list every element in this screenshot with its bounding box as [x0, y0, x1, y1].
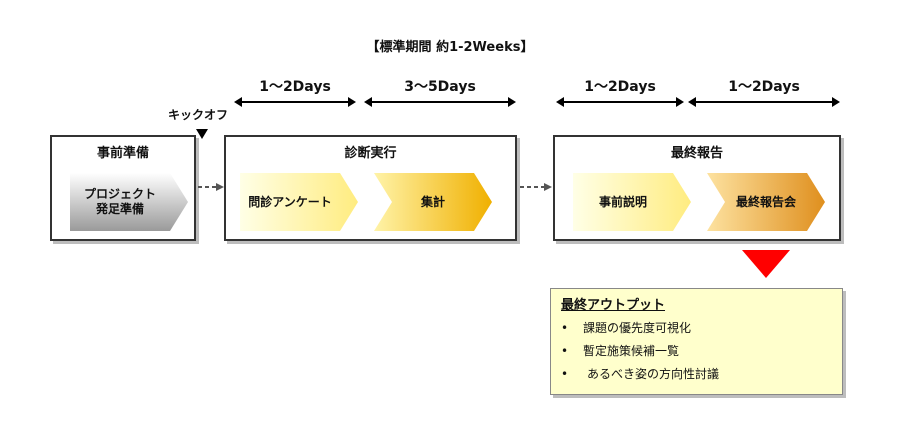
step-pre-briefing: 事前説明 — [573, 173, 691, 231]
bullet: • — [561, 367, 569, 381]
bullet: • — [561, 321, 569, 335]
duration-label-4: 1～2Days — [728, 79, 800, 95]
connector-arrow-2 — [520, 182, 552, 192]
duration-arrow-1 — [234, 96, 356, 108]
step-label: 事前説明 — [598, 194, 647, 209]
output-arrow-icon — [742, 250, 790, 282]
final-output-title: 最終アウトプット — [561, 298, 666, 313]
output-item-text: 暫定施策候補一覧 — [583, 344, 680, 358]
step-label: 問診アンケート — [248, 194, 332, 209]
duration-arrow-3 — [556, 96, 684, 108]
output-item-text: あるべき姿の方向性討議 — [587, 367, 720, 381]
step-questionnaire: 問診アンケート — [240, 173, 358, 231]
bullet: • — [561, 344, 569, 358]
duration-label-1: 1～2Days — [259, 79, 331, 95]
page-title: 【標準期間 約1-2Weeks】 — [366, 40, 534, 55]
step-label: プロジェクト 発足準備 — [83, 187, 156, 216]
step-project-kickoff-prep: プロジェクト 発足準備 — [70, 173, 188, 231]
list-item: • 課題の優先度可視化 — [561, 317, 832, 340]
duration-arrow-2 — [364, 96, 516, 108]
phase-title-diagnosis: 診断実行 — [344, 146, 397, 161]
duration-label-2: 3～5Days — [404, 79, 476, 95]
phase-box-preparation: 事前準備 プロジェクト 発足準備 — [50, 135, 196, 241]
step-aggregation: 集計 — [374, 173, 492, 231]
phase-box-diagnosis: 診断実行 問診アンケート 集計 — [224, 135, 517, 241]
kickoff-label: キックオフ — [168, 108, 229, 122]
phase-title-preparation: 事前準備 — [96, 146, 149, 161]
duration-arrow-4 — [688, 96, 840, 108]
output-item-text: 課題の優先度可視化 — [583, 321, 692, 335]
list-item: • 暫定施策候補一覧 — [561, 340, 832, 363]
kickoff-marker-icon — [196, 124, 208, 143]
connector-arrow-1 — [198, 182, 224, 192]
step-label: 集計 — [420, 194, 445, 209]
step-final-report-meeting: 最終報告会 — [707, 173, 825, 231]
phase-box-final-report: 最終報告 事前説明 最終報告会 — [553, 135, 841, 241]
step-label: 最終報告会 — [735, 194, 796, 209]
duration-label-3: 1～2Days — [584, 79, 656, 95]
final-output-box: 最終アウトプット • 課題の優先度可視化 • 暫定施策候補一覧 • あるべき姿の… — [550, 288, 843, 395]
list-item: • あるべき姿の方向性討議 — [561, 363, 832, 386]
phase-title-final-report: 最終報告 — [670, 146, 723, 161]
